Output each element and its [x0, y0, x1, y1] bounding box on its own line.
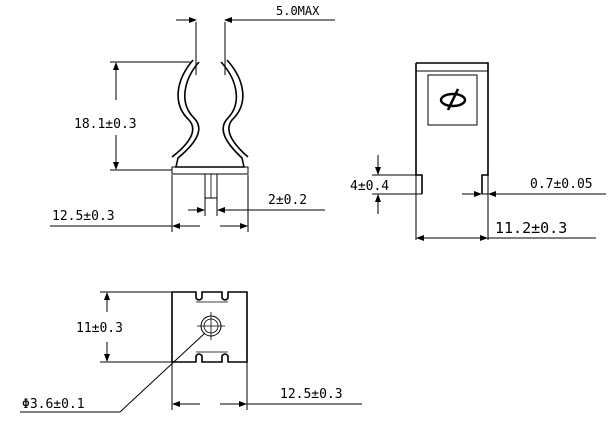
- phi-logo-icon: [439, 88, 467, 111]
- thickness-label: 0.7±0.05: [530, 177, 593, 192]
- side-view: 4±0.4 0.7±0.05 11.2±0.3: [350, 62, 606, 241]
- width-max-dimension: 5.0MAX: [176, 4, 335, 75]
- bottom-height-label: 11±0.3: [76, 321, 123, 336]
- tab-height-dimension: 4±0.4: [350, 155, 416, 214]
- base-width-label: 12.5±0.3: [52, 209, 115, 224]
- front-view: 5.0MAX 18.1±0.3 12.5±0.3: [50, 4, 335, 232]
- left-spring-arm-inner: [171, 59, 194, 158]
- logo-window: [427, 74, 478, 126]
- bottom-view: 11±0.3 Φ3.6±0.1 12.5±0.3: [20, 291, 362, 413]
- width-max-label: 5.0MAX: [276, 4, 320, 18]
- bottom-plate-outline: [171, 291, 248, 363]
- height-dimension: 18.1±0.3: [74, 61, 190, 171]
- right-spring-arm: [212, 61, 245, 168]
- side-width-label: 11.2±0.3: [495, 219, 567, 237]
- right-spring-arm-inner: [226, 59, 249, 158]
- bottom-height-dimension: 11±0.3: [76, 291, 172, 363]
- bottom-width-dimension: 12.5±0.3: [171, 362, 362, 410]
- bottom-width-label: 12.5±0.3: [280, 387, 343, 402]
- pin-width-label: 2±0.2: [268, 193, 307, 208]
- tab-height-label: 4±0.4: [350, 179, 389, 194]
- height-label: 18.1±0.3: [74, 117, 137, 132]
- side-width-dimension: 11.2±0.3: [416, 219, 596, 241]
- pin-width-dimension: 2±0.2: [188, 193, 325, 216]
- base-plate: [171, 166, 249, 175]
- hole-diameter-label: Φ3.6±0.1: [22, 397, 85, 412]
- left-spring-arm: [175, 61, 212, 168]
- thickness-dimension: 0.7±0.05: [462, 177, 606, 197]
- base-width-dimension: 12.5±0.3: [50, 175, 249, 232]
- hole-diameter-dimension: Φ3.6±0.1: [20, 332, 206, 413]
